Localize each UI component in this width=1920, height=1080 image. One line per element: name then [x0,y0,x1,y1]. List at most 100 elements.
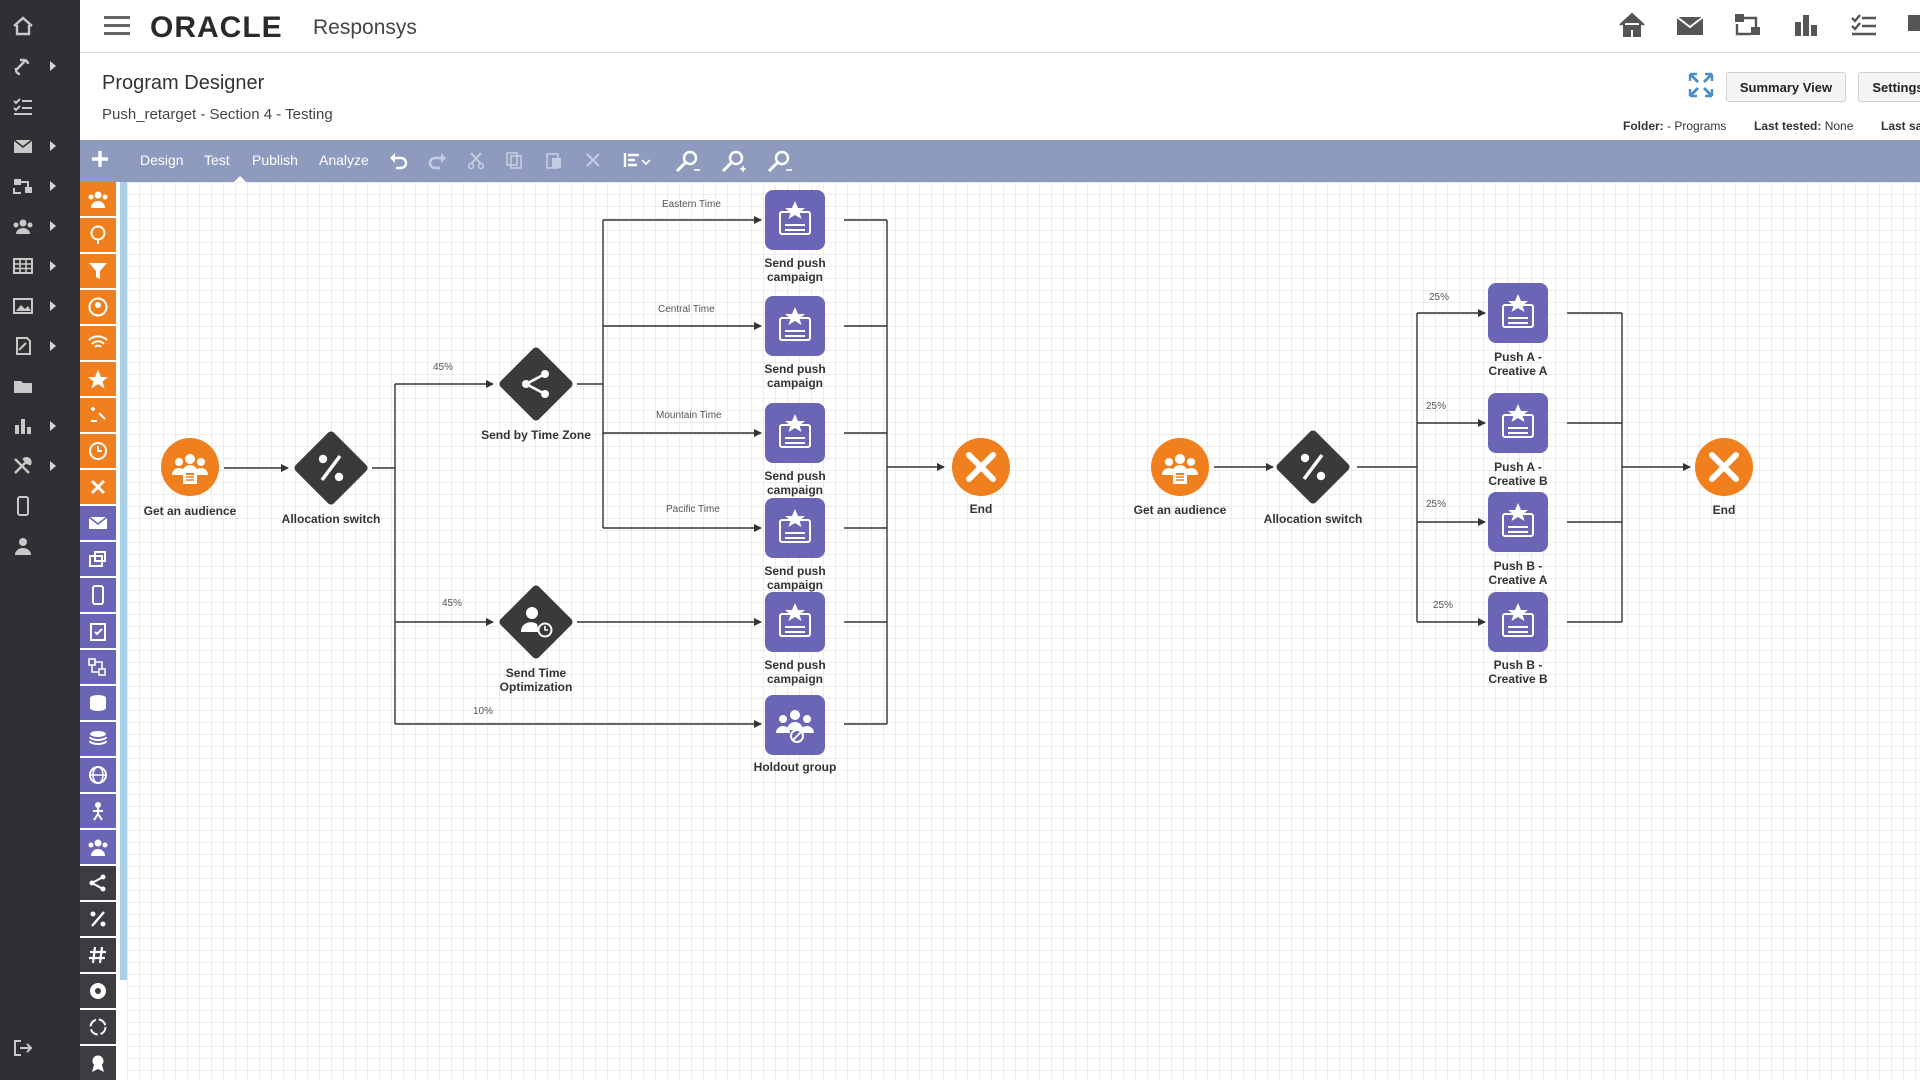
palette-profile-icon[interactable] [80,290,116,324]
home-icon[interactable] [0,8,80,44]
push-campaign-node-2[interactable] [764,295,826,357]
image-icon[interactable] [0,288,80,324]
folder-icon[interactable] [0,368,80,404]
palette-clipboard-icon[interactable] [80,614,116,648]
add-icon[interactable] [90,149,110,174]
palette-split-icon[interactable] [80,866,116,900]
get-audience-node-2[interactable] [1150,437,1210,497]
tools-icon[interactable] [0,448,80,484]
audience-icon[interactable] [0,208,80,244]
push-campaign-node-4[interactable] [764,497,826,559]
tab-design[interactable]: Design [140,152,184,168]
folder-info: Folder: - Programs [1623,119,1726,133]
palette-holdout-icon[interactable] [80,830,116,864]
insight-icon[interactable] [1792,12,1820,43]
allocation-switch-node-2[interactable] [1273,427,1353,507]
undo-icon[interactable] [388,150,408,175]
palette-wifi-icon[interactable] [80,326,116,360]
zoom-reset-icon[interactable] [674,150,702,177]
holdout-group-node[interactable] [764,694,826,756]
palette-timer-icon[interactable] [80,434,116,468]
palette-event-icon[interactable] [80,398,116,432]
send-by-time-zone-node[interactable] [496,344,576,424]
expand-icon[interactable] [1688,72,1714,103]
summary-view-button[interactable]: Summary View [1726,72,1846,102]
last-saved-label: Last sa [1881,119,1920,133]
activity-palette [80,182,120,1080]
mail-icon[interactable] [1676,16,1704,41]
node-label-time-opt: Send Time Optimization [499,666,573,694]
send-time-optimization-node[interactable] [496,582,576,662]
node-label-get-audience-2: Get an audience [1133,503,1227,517]
edge-label-25-3: 25% [1426,499,1447,510]
redo-icon[interactable] [428,150,448,175]
page-title: Program Designer [102,72,265,94]
edge-label-mountain: Mountain Time [656,410,722,421]
palette-divider [120,182,127,980]
node-label-push-bb: Push B - Creative B [1488,658,1548,686]
home-icon[interactable] [1618,12,1646,43]
palette-database-icon[interactable] [80,686,116,720]
node-label-push-ab: Push A - Creative B [1488,460,1548,488]
oracle-logo: ORACLE [150,11,283,44]
align-icon[interactable] [623,150,651,175]
edge-label-eastern: Eastern Time [662,199,721,210]
palette-target-icon[interactable] [80,974,116,1008]
link-icon[interactable] [0,48,80,84]
palette-checklist-icon[interactable] [80,650,116,684]
push-campaign-node-3[interactable] [764,402,826,464]
flow-connectors [224,216,1691,728]
design-canvas[interactable]: Eastern Time Central Time Mountain Time … [127,182,1920,1080]
settings-button[interactable]: Settings [1858,72,1920,102]
palette-person-icon[interactable] [80,794,116,828]
copy-icon[interactable] [504,150,524,175]
mail-icon[interactable] [0,128,80,164]
palette-badge-icon[interactable] [80,1046,116,1080]
program-icon[interactable] [0,168,80,204]
palette-hash-icon[interactable] [80,938,116,972]
mobile-icon[interactable] [0,488,80,524]
edge-label-45b: 45% [442,598,463,609]
palette-globe-icon[interactable] [80,758,116,792]
push-b-creative-b-node[interactable] [1487,591,1549,653]
allocation-switch-node-1[interactable] [291,428,371,508]
content-icon[interactable] [0,328,80,364]
cut-icon[interactable] [466,150,486,175]
menu-icon[interactable] [104,16,130,36]
push-campaign-node-1[interactable] [764,189,826,251]
palette-location-icon[interactable] [80,218,116,252]
paste-icon[interactable] [544,150,564,175]
get-audience-node-1[interactable] [160,437,220,497]
logout-icon[interactable] [0,1030,80,1066]
palette-percent-icon[interactable] [80,902,116,936]
end-node-1[interactable] [952,438,1010,496]
zoom-out-icon[interactable] [766,150,794,177]
palette-email-icon[interactable] [80,506,116,540]
tab-analyze[interactable]: Analyze [319,152,369,168]
table-icon[interactable] [0,248,80,284]
checklist-icon[interactable] [0,88,80,124]
push-campaign-node-5[interactable] [764,591,826,653]
push-b-creative-a-node[interactable] [1487,491,1549,553]
push-a-creative-a-node[interactable] [1487,282,1549,344]
palette-data-icon[interactable] [80,722,116,756]
user-icon[interactable] [0,528,80,564]
palette-cycle-icon[interactable] [80,1010,116,1044]
palette-form-icon[interactable] [80,542,116,576]
palette-mobile-icon[interactable] [80,578,116,612]
end-node-2[interactable] [1695,438,1753,496]
push-a-creative-b-node[interactable] [1487,392,1549,454]
palette-filter-icon[interactable] [80,254,116,288]
chart-icon[interactable] [0,408,80,444]
palette-star-icon[interactable] [80,362,116,396]
checklist-icon[interactable] [1850,12,1878,43]
notification-icon[interactable] [1908,12,1920,43]
tab-publish[interactable]: Publish [252,152,298,168]
program-icon[interactable] [1734,12,1762,43]
tab-test[interactable]: Test [204,152,230,168]
palette-end-icon[interactable] [80,470,116,504]
edge-label-25-2: 25% [1426,401,1447,412]
palette-audience-icon[interactable] [80,182,116,216]
zoom-in-icon[interactable] [720,150,748,177]
delete-icon[interactable] [583,150,603,175]
